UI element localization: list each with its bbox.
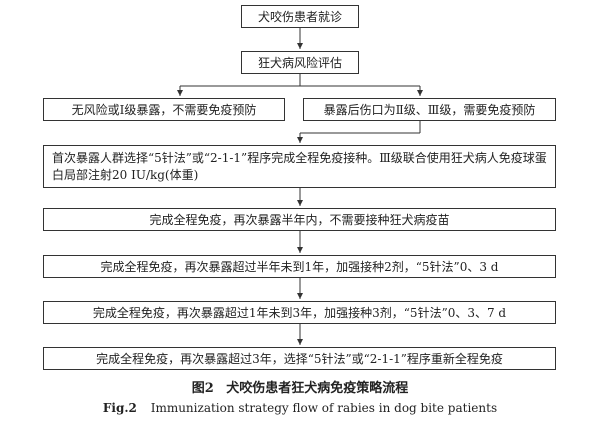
caption-cn-text: 犬咬伤患者狂犬病免疫策略流程	[226, 381, 409, 396]
caption-en-text: Immunization strategy flow of rabies in …	[150, 401, 498, 415]
box-no-risk: 无风险或Ⅰ级暴露，不需要免疫预防	[43, 98, 285, 121]
figure-caption-cn: 图2 犬咬伤患者狂犬病免疫策略流程	[0, 377, 600, 396]
box-over-3-years: 完成全程免疫，再次暴露超过3年，选择“5针法”或“2-1-1”程序重新全程免疫	[43, 347, 556, 370]
box-first-exposure: 首次暴露人群选择“5针法”或“2-1-1”程序完成全程免疫接种。Ⅲ级联合使用狂犬…	[43, 145, 556, 188]
caption-en-label: Fig.2	[102, 401, 137, 415]
caption-cn-label: 图2	[191, 381, 214, 396]
box-exposure-risk: 暴露后伤口为Ⅱ级、Ⅲ级，需要免疫预防	[303, 98, 556, 121]
box-1-to-3-years: 完成全程免疫，再次暴露超过1年未到3年，加强接种3剂，“5针法”0、3、7 d	[43, 301, 556, 324]
box-half-year-to-1-year: 完成全程免疫，再次暴露超过半年未到1年，加强接种2剂，“5针法”0、3 d	[43, 255, 556, 278]
box-start: 犬咬伤患者就诊	[241, 5, 359, 28]
box-risk-assessment: 狂犬病风险评估	[241, 51, 359, 74]
figure-caption-en: Fig.2 Immunization strategy flow of rabi…	[0, 401, 600, 415]
box-within-half-year: 完成全程免疫，再次暴露半年内，不需要接种狂犬病疫苗	[43, 208, 556, 231]
